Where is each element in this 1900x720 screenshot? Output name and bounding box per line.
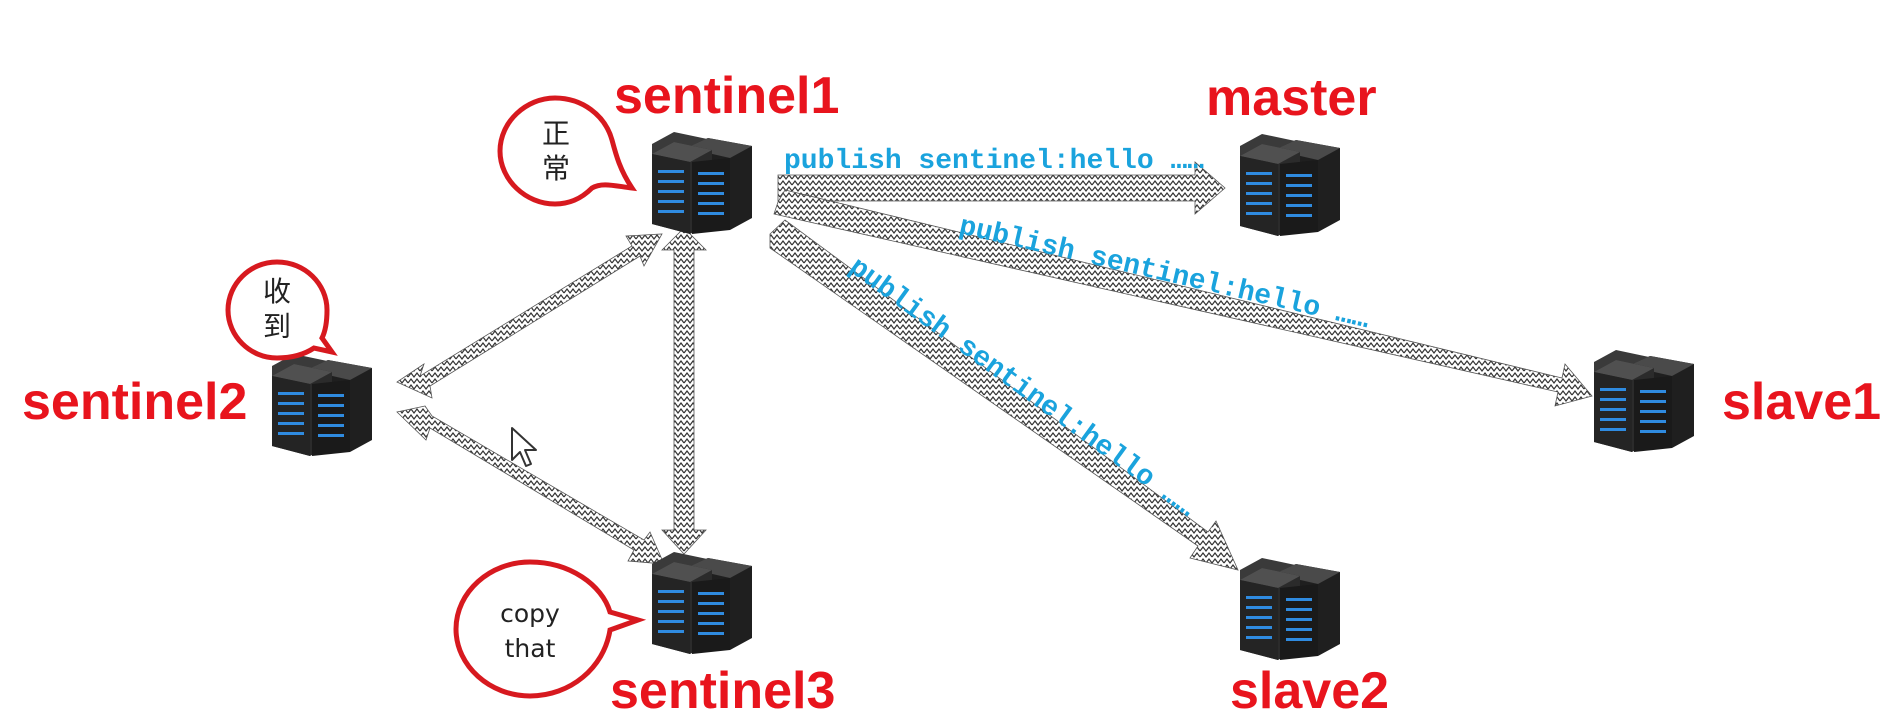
arrow-sentinel1-sentinel2 — [396, 233, 663, 399]
sentinel2-server-icon — [272, 354, 372, 456]
sentinel1-server-icon — [652, 132, 752, 234]
master-server-icon — [1240, 134, 1340, 236]
slave2-label: slave2 — [1230, 662, 1390, 720]
slave1-label: slave1 — [1722, 373, 1882, 431]
master-label: master — [1206, 69, 1377, 127]
sentinel1-bubble-line1: 正 — [542, 117, 570, 150]
sentinel3-label: sentinel3 — [610, 662, 836, 720]
arrow-sentinel1-sentinel3 — [661, 227, 707, 555]
sentinel1-bubble-line2: 常 — [542, 152, 570, 185]
sentinel3-bubble-line2: that — [505, 634, 556, 663]
sentinel3-speech-bubble: copy that — [453, 559, 647, 699]
sentinel3-server-icon — [652, 552, 752, 654]
arrow-sentinel1-to-slave1 — [773, 189, 1593, 407]
sentinel2-speech-bubble: 收 到 — [225, 259, 338, 361]
arrow-sentinel1-to-master — [777, 161, 1226, 215]
sentinel2-bubble-line2: 到 — [263, 310, 291, 343]
slave2-server-icon — [1240, 558, 1340, 660]
sentinel1-speech-bubble: 正 常 — [497, 95, 638, 207]
slave1-server-icon — [1594, 350, 1694, 452]
message-to-master: publish sentinel:hello …… — [784, 146, 1204, 177]
arrow-sentinel1-to-slave2 — [769, 219, 1239, 571]
sentinel3-bubble-line1: copy — [500, 599, 560, 628]
sentinel2-label: sentinel2 — [22, 373, 248, 431]
sentinel2-bubble-line1: 收 — [263, 275, 291, 308]
mouse-cursor-icon — [511, 427, 537, 467]
arrow-sentinel2-sentinel3 — [396, 405, 665, 565]
sentinel1-label: sentinel1 — [614, 67, 840, 125]
